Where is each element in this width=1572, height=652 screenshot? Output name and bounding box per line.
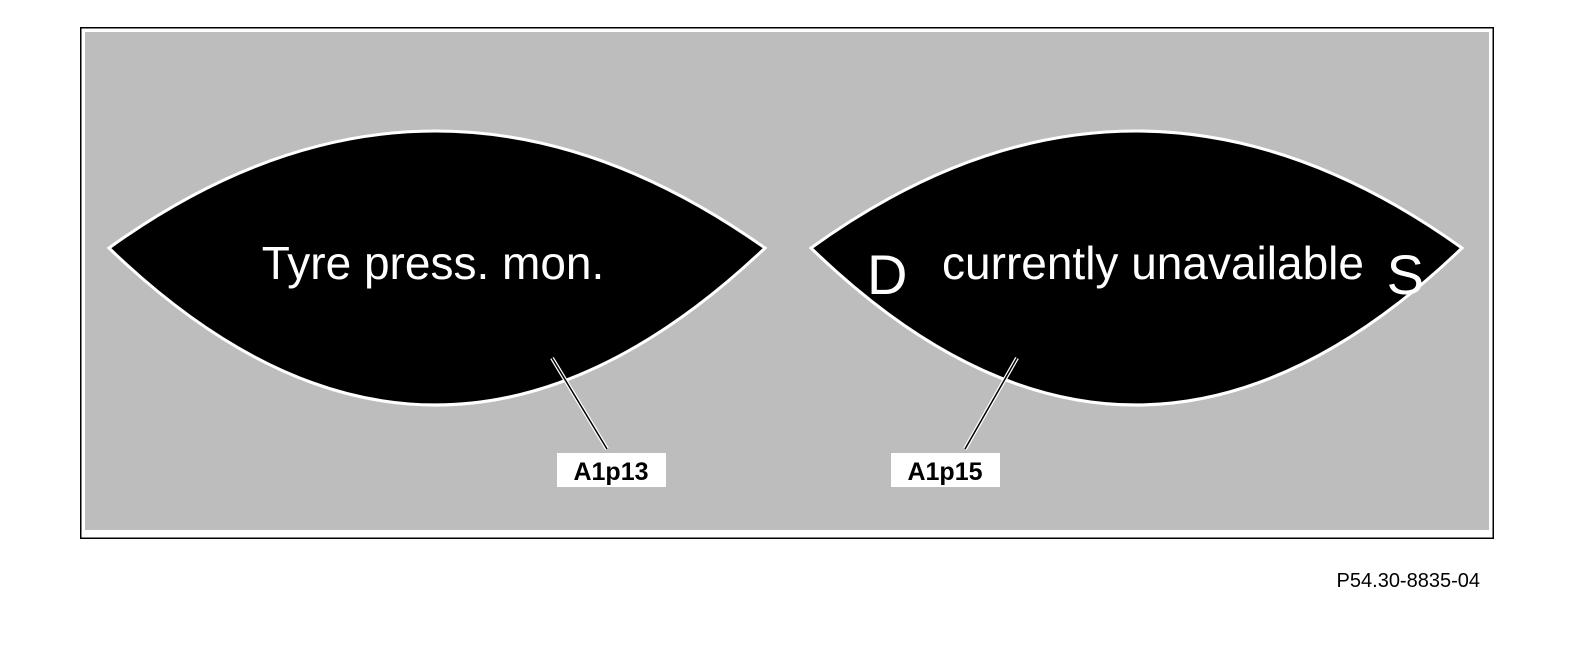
display-left-message: Tyre press. mon. — [262, 237, 605, 289]
callout-left: A1p13 — [557, 453, 666, 487]
display-right-symbol-right: S — [1387, 243, 1424, 306]
callout-right: A1p15 — [891, 453, 1000, 487]
display-right-symbol-left: D — [867, 243, 907, 306]
callout-left-box — [557, 453, 666, 487]
leader-right — [963, 357, 1019, 450]
display-left: Tyre press. mon. — [106, 129, 768, 407]
figure-svg: Tyre press. mon. D currently unavailable… — [80, 27, 1494, 539]
callout-right-label: A1p15 — [907, 458, 982, 486]
display-left-shape — [106, 129, 768, 407]
display-right-message: currently unavailable — [942, 237, 1364, 289]
figure-code: P54.30-8835-04 — [1336, 570, 1480, 592]
display-right: D currently unavailable S — [808, 129, 1465, 407]
callout-right-box — [891, 453, 1000, 487]
display-right-shape — [808, 129, 1465, 407]
callout-left-label: A1p13 — [573, 458, 648, 486]
figure-frame: Tyre press. mon. D currently unavailable… — [80, 27, 1494, 539]
leader-left — [550, 356, 609, 451]
